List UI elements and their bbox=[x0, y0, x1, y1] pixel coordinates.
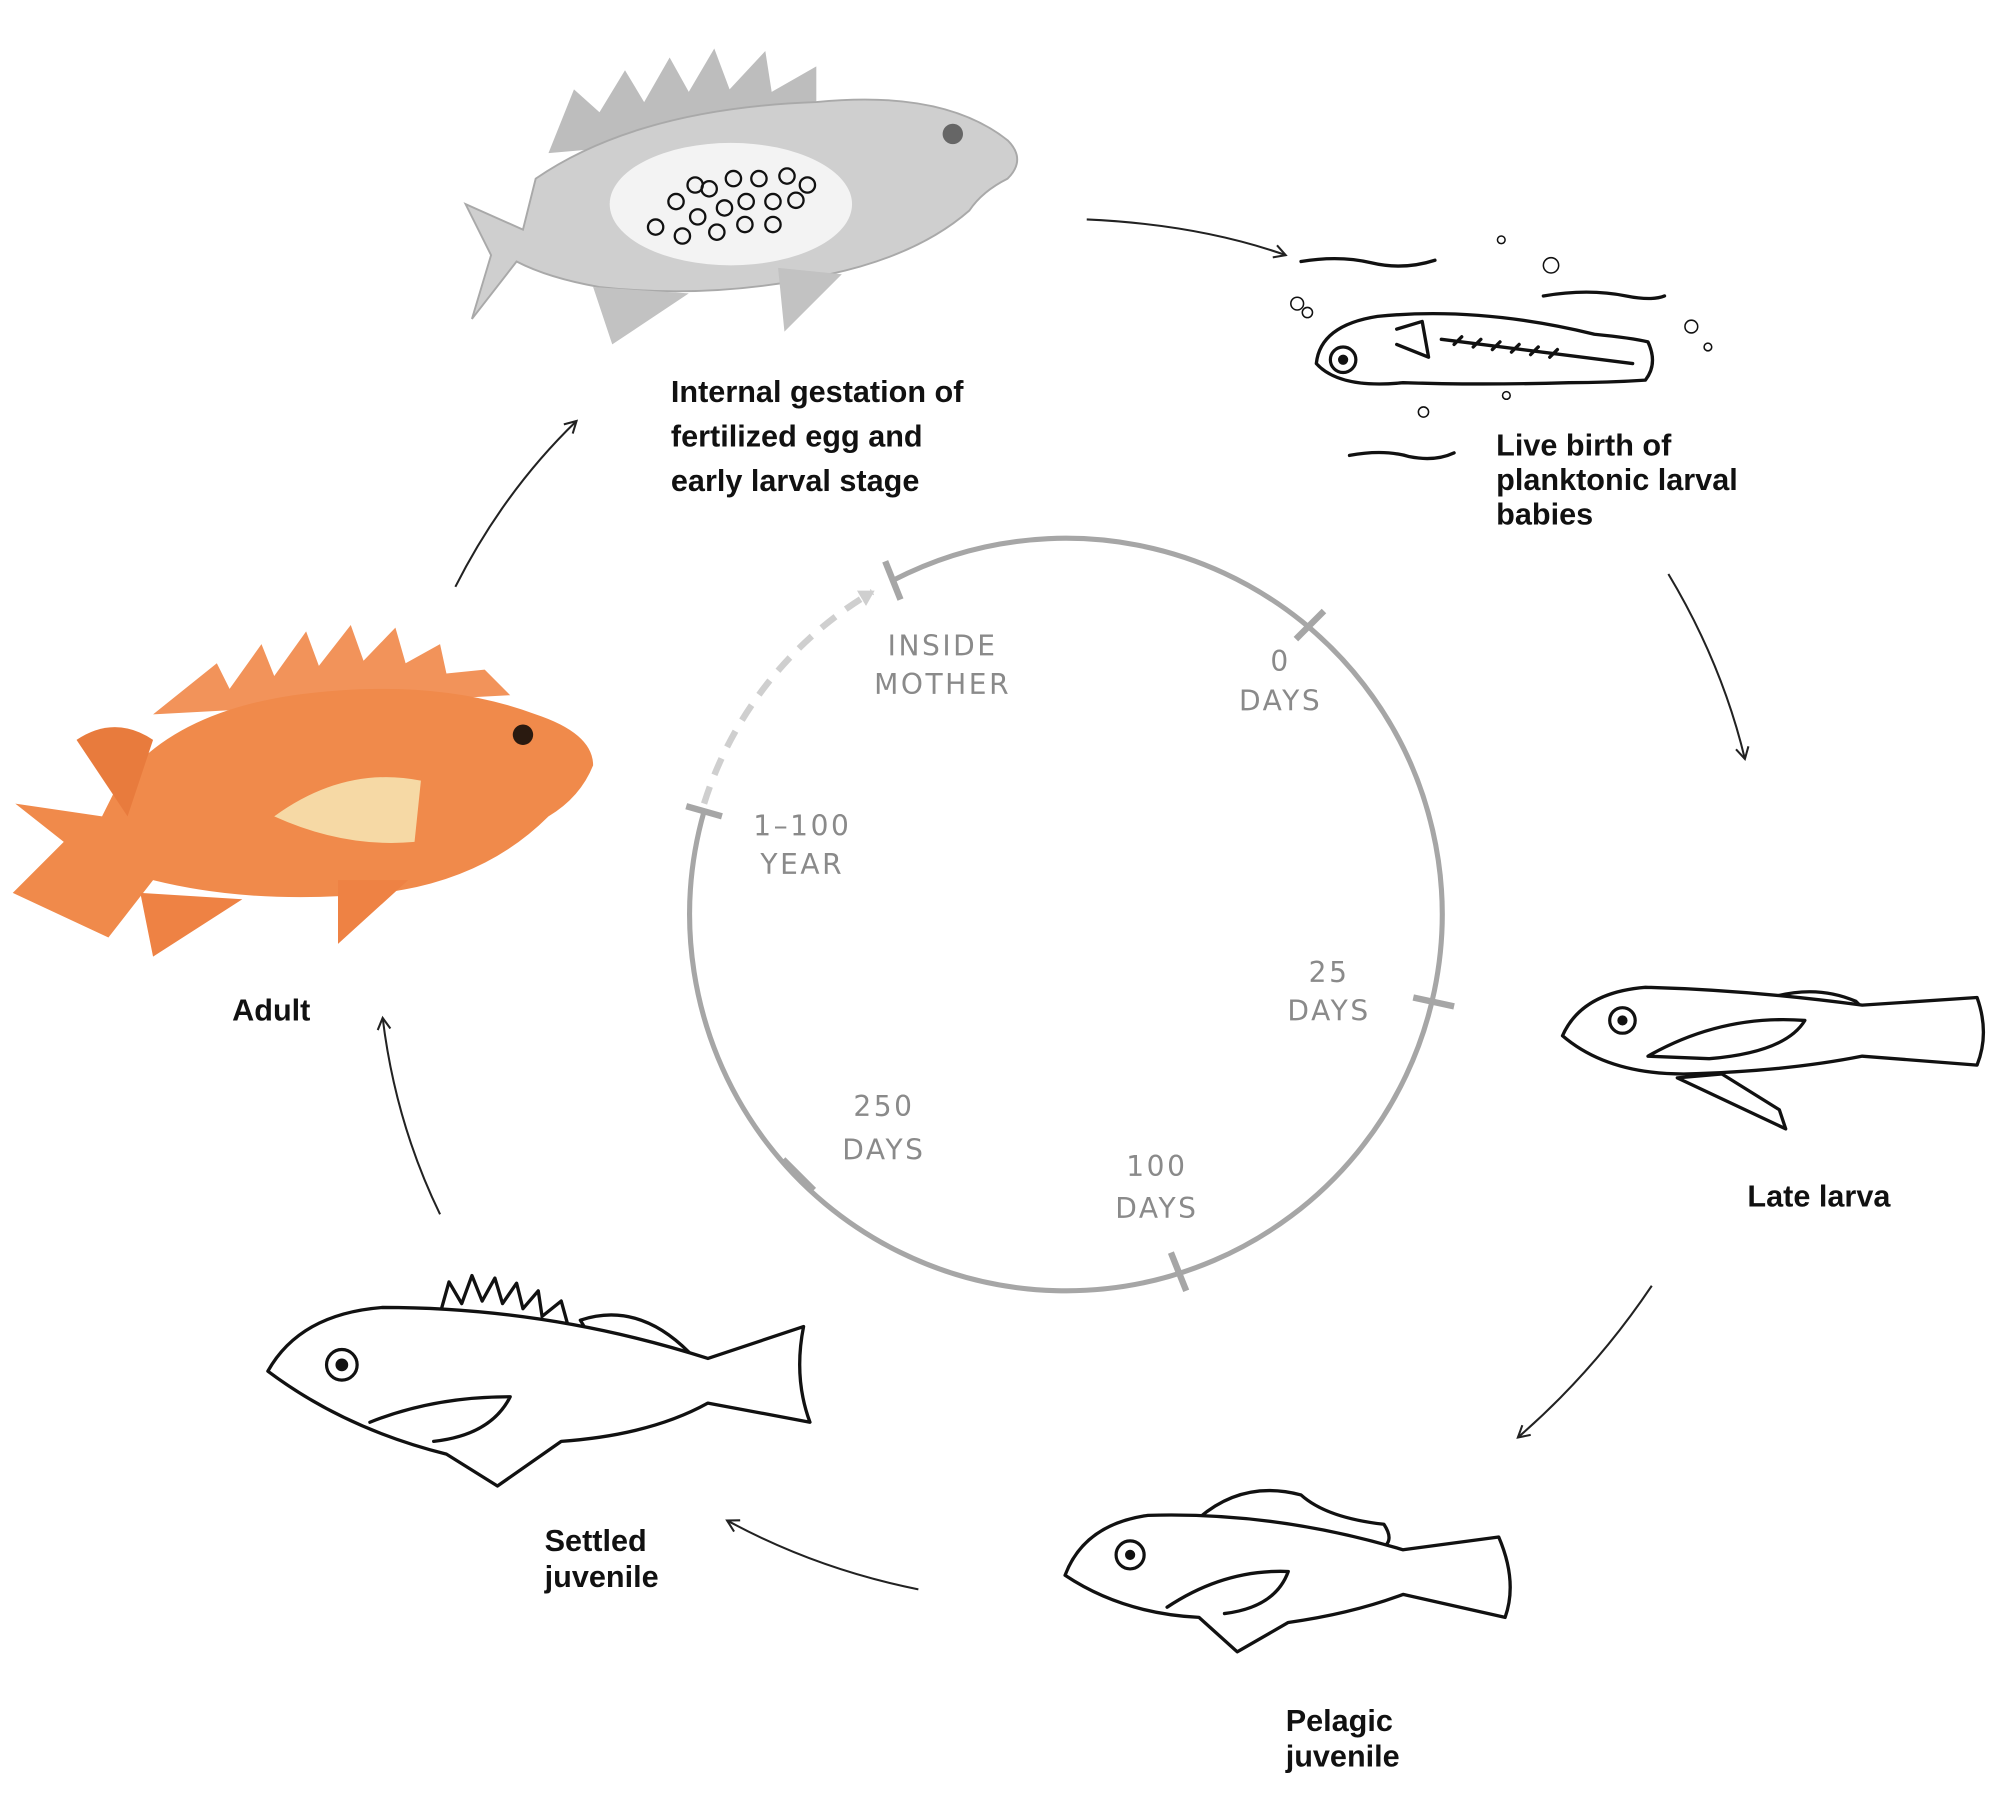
timeline-ticks bbox=[685, 560, 1455, 1293]
cycle-arrows bbox=[376, 218, 1750, 1591]
settled-juvenile-illustration bbox=[266, 1273, 812, 1488]
pelagic-juvenile-illustration bbox=[1063, 1488, 1512, 1654]
stage-label-adult: Adult bbox=[232, 993, 310, 1027]
planktonic-larva-illustration bbox=[1290, 235, 1713, 461]
stage-label-late-larva: Late larva bbox=[1747, 1180, 1891, 1214]
eggs bbox=[646, 167, 817, 245]
late-larva-illustration bbox=[1560, 985, 1985, 1131]
dashed-return-arrow bbox=[701, 589, 875, 805]
timeline-circle bbox=[685, 535, 1455, 1294]
adult-fish-illustration bbox=[12, 625, 594, 957]
gestating-female-fish-illustration bbox=[463, 48, 1019, 345]
